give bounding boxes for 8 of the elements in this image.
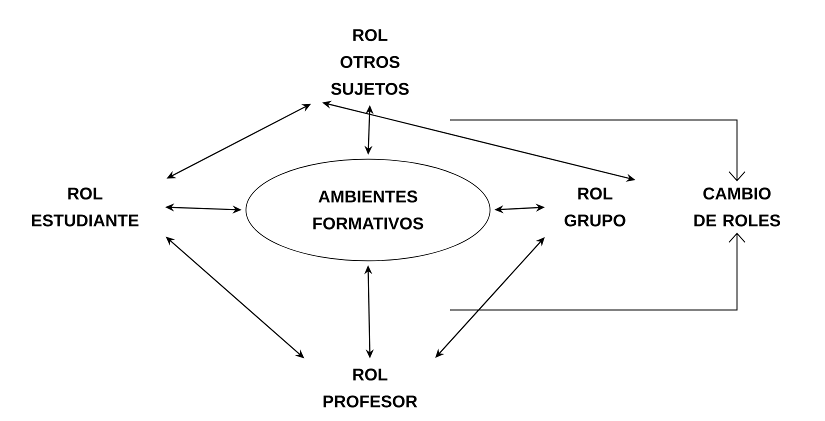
text-label: CAMBIO DE ROLES <box>694 188 780 226</box>
text-label: ROL GRUPO <box>564 188 626 226</box>
arrow <box>450 120 746 182</box>
ellipse-node: AMBIENTES FORMATIVOS <box>246 158 490 262</box>
text-label: ROL ESTUDIANTE <box>32 188 138 226</box>
text-label: ROL PROFESOR <box>324 368 418 408</box>
text-label: ROL OTROS SUJETOS <box>331 29 409 95</box>
arrow <box>450 232 746 310</box>
